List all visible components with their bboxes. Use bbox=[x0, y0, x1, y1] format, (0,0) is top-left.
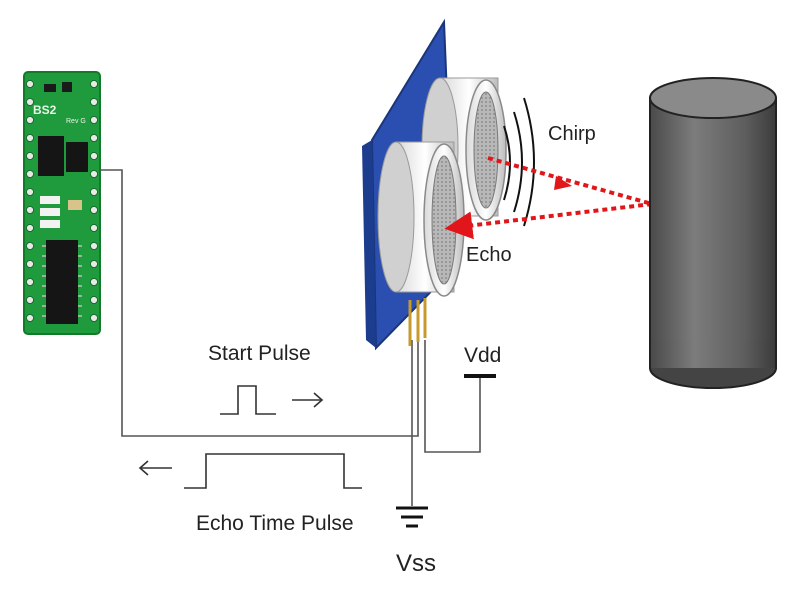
target-cylinder bbox=[649, 77, 777, 389]
ultrasonic-sensor bbox=[362, 18, 507, 351]
board-rev-label: Rev G bbox=[66, 118, 86, 125]
vdd-label: Vdd bbox=[464, 344, 502, 367]
chirp-arrowhead bbox=[554, 176, 572, 190]
start-pulse-label: Start Pulse bbox=[208, 342, 311, 365]
signal-rays bbox=[444, 156, 653, 240]
chirp-ray bbox=[487, 156, 653, 206]
signal-wire bbox=[100, 169, 419, 437]
bs2-board bbox=[23, 71, 101, 335]
chirp-label: Chirp bbox=[548, 123, 596, 145]
vss-label: Vss bbox=[396, 550, 437, 577]
wires bbox=[100, 169, 481, 506]
transducer-echo bbox=[377, 141, 465, 297]
board-name-label: BS2 bbox=[33, 103, 57, 117]
echo-ray bbox=[444, 202, 653, 240]
vdd-wire bbox=[424, 340, 481, 453]
arrow-right-icon bbox=[292, 392, 324, 408]
echo-time-pulse-waveform bbox=[184, 453, 362, 489]
ground-symbol-icon bbox=[396, 506, 428, 528]
echo-label: Echo bbox=[466, 244, 512, 266]
echo-time-pulse-label: Echo Time Pulse bbox=[196, 512, 354, 535]
start-pulse-waveform bbox=[220, 385, 276, 415]
arrow-left-icon bbox=[138, 460, 172, 476]
